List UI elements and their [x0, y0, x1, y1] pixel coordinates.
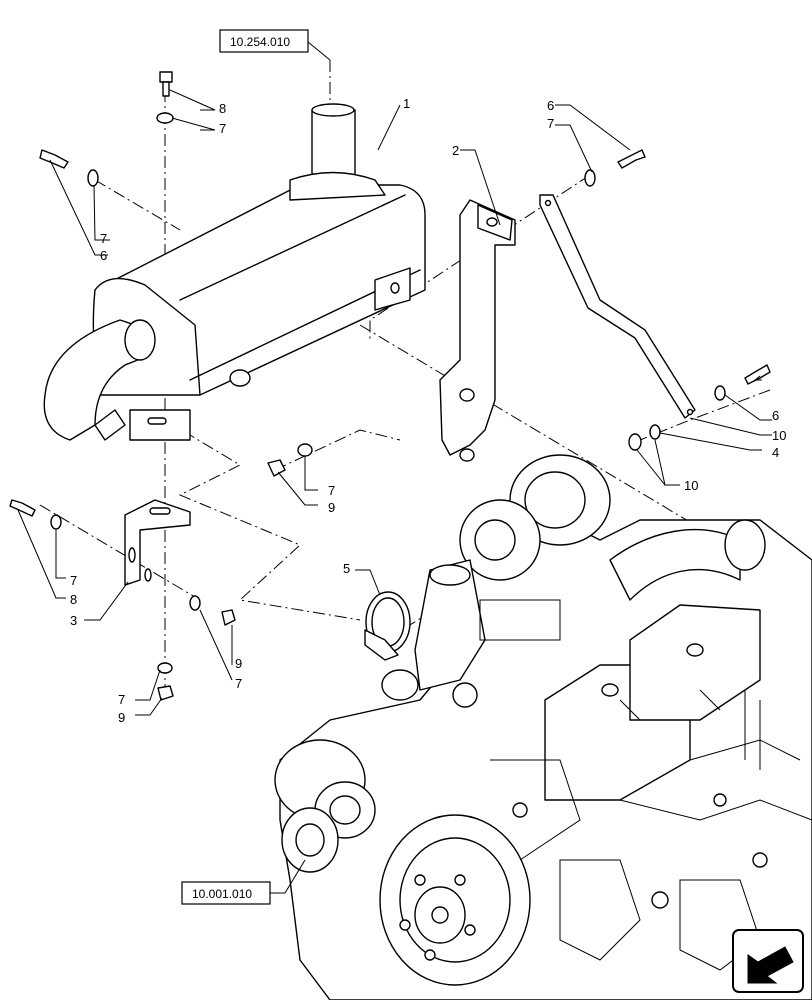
fasteners [9, 71, 771, 701]
callout-10-lower: 10 [684, 478, 698, 493]
callout-9-lower-mid: 9 [235, 656, 242, 671]
callout-9-bottom: 9 [118, 710, 125, 725]
callout-10-right: 10 [772, 428, 786, 443]
muffler-part-1 [43, 103, 426, 441]
callout-7-lower-left: 7 [70, 573, 77, 588]
callout-7-top: 7 [219, 121, 226, 136]
leader-lines [17, 41, 772, 894]
callout-6-right: 6 [772, 408, 779, 423]
reference-box-top[interactable]: 10.254.010 [219, 29, 309, 53]
callout-7-top-right: 7 [547, 116, 554, 131]
callout-7-mid: 7 [328, 483, 335, 498]
callout-8-top: 8 [219, 101, 226, 116]
reference-box-bottom[interactable]: 10.001.010 [181, 881, 271, 905]
callout-2: 2 [452, 143, 459, 158]
bracket-part-2 [439, 199, 516, 462]
bracket-part-3 [124, 499, 191, 586]
reference-label-bottom: 10.001.010 [192, 887, 252, 901]
callout-9-mid: 9 [328, 500, 335, 515]
callout-6-top-right: 6 [547, 98, 554, 113]
callout-6-left: 6 [100, 248, 107, 263]
callout-1: 1 [403, 96, 410, 111]
callout-7-left: 7 [100, 231, 107, 246]
reference-label-top: 10.254.010 [230, 35, 290, 49]
callout-8-left: 8 [70, 592, 77, 607]
engine-assembly [274, 454, 812, 1000]
strap-part-4 [539, 194, 696, 419]
callout-4: 4 [772, 445, 779, 460]
callout-5: 5 [343, 561, 350, 576]
callout-7-bottom: 7 [118, 692, 125, 707]
callout-numbers: 1 2 3 4 5 6 6 6 7 7 7 7 7 7 7 8 8 9 9 9 … [70, 96, 786, 725]
navigation-button[interactable] [732, 929, 804, 993]
callout-7-lower-mid: 7 [235, 676, 242, 691]
clamp-part-5 [364, 591, 411, 661]
callout-3: 3 [70, 613, 77, 628]
arrow-left-down-icon [747, 946, 794, 984]
